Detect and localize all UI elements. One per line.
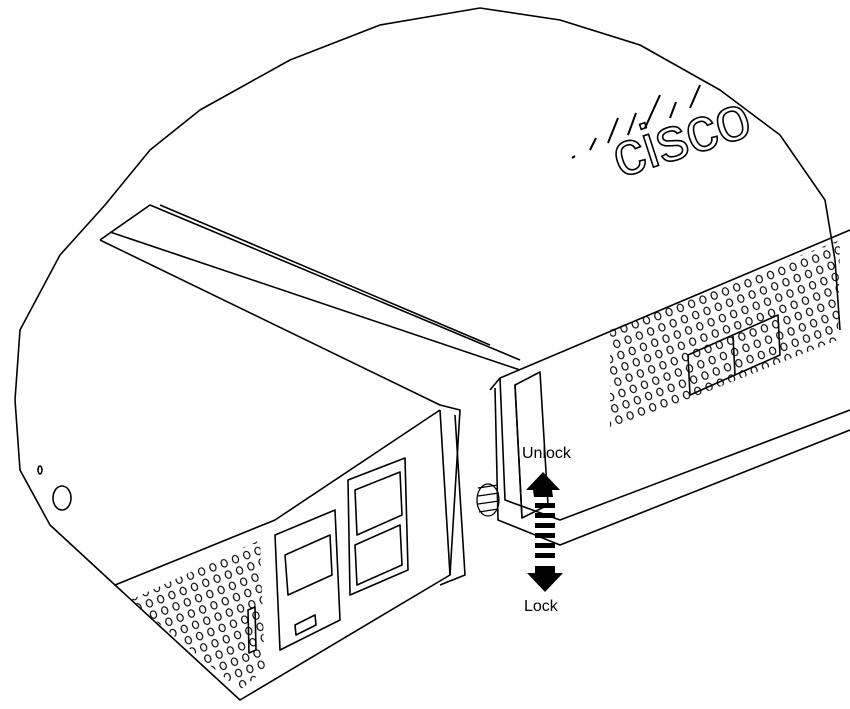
top-edge [99, 204, 521, 361]
rj45-port-stack-upper [354, 471, 403, 536]
right-module-edge [494, 387, 850, 546]
arrow-dash [535, 513, 555, 518]
left-module-edge [439, 409, 451, 576]
top-edge [109, 231, 521, 371]
arrow-dash [535, 533, 555, 538]
rj45-port-left-jack [284, 534, 333, 596]
arrow-dash [535, 543, 555, 548]
rj45-port-stack-lower [354, 524, 403, 586]
arrow-dash [535, 553, 555, 558]
arrow-dash [535, 503, 555, 508]
down-arrow-icon [527, 566, 563, 592]
usb-port [294, 614, 317, 636]
surface-circle [37, 465, 43, 475]
sfp-port-divider [732, 335, 736, 376]
top-edge [159, 204, 491, 346]
surface-circle [52, 485, 72, 511]
thumbscrew [476, 483, 500, 517]
left-module-edge [114, 409, 441, 586]
lock-label: Lock [524, 598, 558, 615]
left-module-edge [439, 414, 466, 586]
unlock-lock-arrow [526, 472, 563, 592]
arrow-dash [535, 523, 555, 528]
left-module [14, 239, 461, 701]
unlock-label: Unlock [522, 445, 571, 462]
right-vents [610, 240, 840, 430]
rj45-port-left [274, 509, 341, 651]
cisco-logo: cisco [571, 81, 759, 192]
cutaway-outline [14, 7, 841, 401]
sfp-port [687, 314, 781, 396]
lock-lever-edge [514, 384, 523, 519]
rj45-port-stack [347, 457, 409, 596]
cisco-logo-bars [571, 84, 701, 159]
cisco-logo-text: cisco [603, 82, 759, 191]
right-module-edge [499, 377, 850, 521]
slot [247, 606, 257, 654]
up-arrow-icon [526, 472, 560, 497]
left-vents [130, 540, 265, 690]
